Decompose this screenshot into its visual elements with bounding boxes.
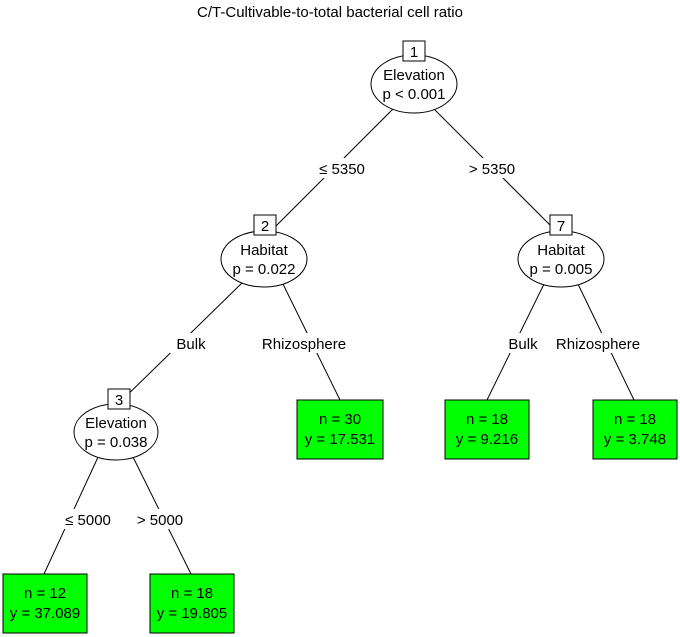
node-id-box [402,40,426,62]
node-id: 3 [115,392,123,409]
leaf-box [2,573,88,634]
node-id-box [253,214,277,236]
edge-label-1-2: ≤ 5350 [319,161,365,178]
inner-node-7: 7 Habitat p = 0.005 [517,214,605,288]
leaf-node-6: n = 30 y = 17.531 [296,399,384,460]
node-variable: Elevation [383,67,445,84]
node-ellipse [517,230,605,288]
node-id: 1 [410,44,418,61]
node-variable: Elevation [85,415,147,432]
leaf-n: n = 18 [466,411,508,428]
leaf-n: n = 12 [24,585,66,602]
leaf-node-8: n = 18 y = 9.216 [444,399,530,460]
edge-label-3-4: ≤ 5000 [65,512,111,529]
edge-label-1-7: > 5350 [469,161,515,178]
node-pvalue: p < 0.001 [383,86,446,103]
edge-label-7-9: Rhizosphere [556,336,640,353]
leaf-y: y = 19.805 [157,605,227,622]
inner-node-3: 3 Elevation p = 0.038 [73,388,159,461]
leaf-y: y = 17.531 [305,431,375,448]
leaf-box [296,399,384,460]
leaf-n: n = 18 [171,585,213,602]
node-id: 7 [557,218,565,235]
leaf-y: y = 3.748 [604,431,666,448]
leaf-box [149,573,235,634]
edge-label-7-8: Bulk [508,336,538,353]
leaf-y: y = 37.089 [10,605,80,622]
node-variable: Habitat [240,242,288,259]
leaf-node-9: n = 18 y = 3.748 [592,399,678,460]
node-ellipse [73,403,159,461]
leaf-node-5: n = 18 y = 19.805 [149,573,235,634]
leaf-box [592,399,678,460]
inner-node-2: 2 Habitat p = 0.022 [220,214,308,288]
node-id-box [107,388,131,410]
node-ellipse [220,230,308,288]
leaf-y: y = 9.216 [456,431,518,448]
leaf-n: n = 30 [319,411,361,428]
leaf-box [444,399,530,460]
node-pvalue: p = 0.022 [233,261,296,278]
node-pvalue: p = 0.005 [530,261,593,278]
edge-label-2-6: Rhizosphere [262,336,346,353]
edge-label-3-5: > 5000 [137,512,183,529]
edge-label-2-3: Bulk [176,336,206,353]
chart-title: C/T-Cultivable-to-total bacterial cell r… [197,4,463,21]
leaf-node-4: n = 12 y = 37.089 [2,573,88,634]
node-ellipse [370,54,458,114]
inner-node-1: 1 Elevation p < 0.001 [370,40,458,114]
edge-labels: ≤ 5350 > 5350 Bulk Rhizosphere ≤ 5000 > … [60,158,648,529]
node-pvalue: p = 0.038 [85,434,148,451]
leaf-n: n = 18 [614,411,656,428]
node-id: 2 [261,218,269,235]
node-variable: Habitat [537,242,585,259]
node-id-box [549,214,573,236]
